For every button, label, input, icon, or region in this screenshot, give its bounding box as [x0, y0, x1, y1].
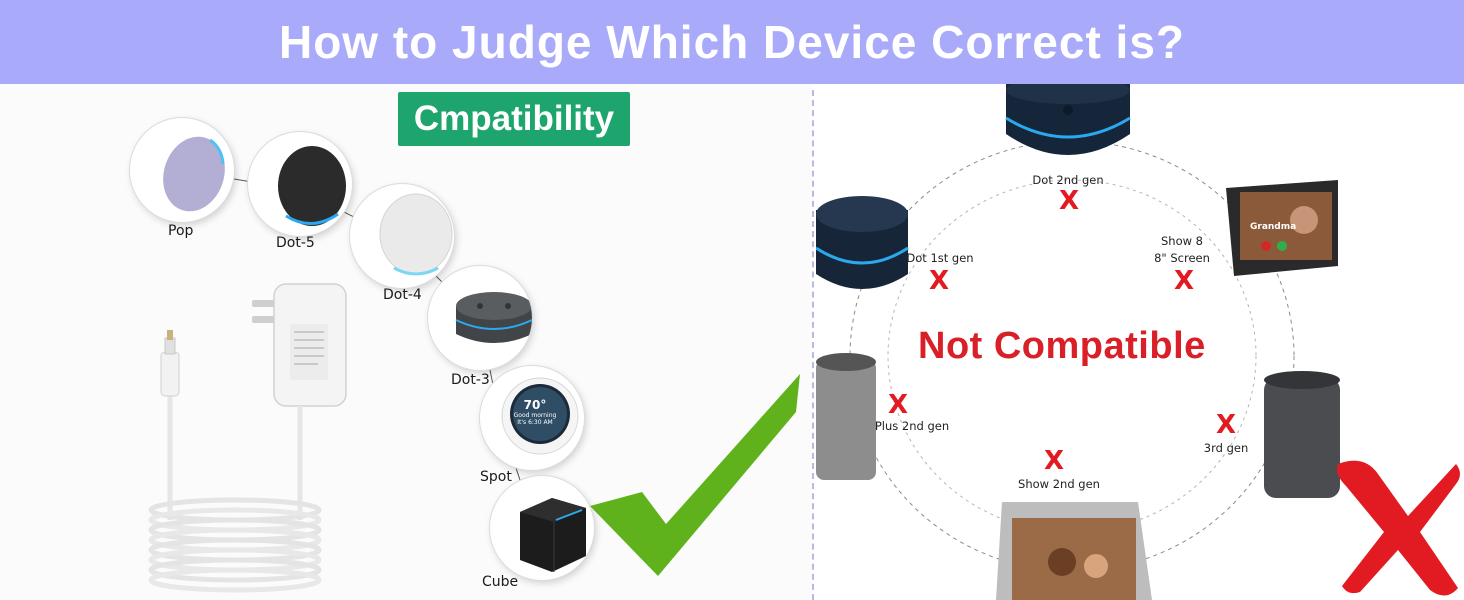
dot-2nd-gen-x-mark: X: [1059, 186, 1080, 216]
echo-dot-2nd-gen-icon: [1005, 84, 1131, 155]
spot-greeting: Good morning: [513, 412, 557, 419]
compatibility-badge: Cmpatibility: [398, 92, 630, 146]
device-show-2nd-gen-label: Show 2nd gen: [1018, 477, 1100, 491]
device-cube-circle: [490, 476, 594, 580]
spot-screen: 70° Good morning It's 6:30 AM: [505, 398, 565, 434]
cross-mark-icon: [1337, 460, 1460, 596]
device-pop-circle: [130, 118, 234, 222]
echo-dot4-icon: [379, 193, 453, 276]
echo-pop-icon: [163, 136, 225, 212]
device-dot5-circle: [248, 132, 352, 236]
checkmark-icon: [590, 374, 800, 576]
device-spot-label: Spot: [480, 469, 512, 485]
plus-2nd-gen-x-mark: X: [888, 390, 909, 420]
echo-3rd-gen-icon: [1264, 371, 1340, 498]
not-compatible-panel: Grandma: [816, 84, 1464, 600]
compatibility-badge-label: Cmpatibility: [413, 99, 615, 138]
echo-show-2nd-gen-icon: [996, 502, 1152, 600]
show-2nd-gen-x-mark: X: [1044, 446, 1065, 476]
device-dot4-label: Dot-4: [383, 287, 422, 303]
dc-plug: [160, 351, 180, 397]
device-dot3-circle: [428, 266, 532, 370]
echo-dot-1st-gen-icon: [816, 196, 909, 289]
panel-divider: [812, 90, 814, 600]
device-show8-label-line1: Show 8: [1160, 234, 1203, 248]
show8-caller-name: Grandma: [1250, 222, 1297, 232]
3rd-gen-x-mark: X: [1216, 410, 1237, 440]
device-dot5-label: Dot-5: [276, 235, 315, 251]
device-plus-2nd-gen-label: Plus 2nd gen: [874, 419, 950, 433]
device-cube-label: Cube: [482, 574, 519, 590]
device-pop-label: Pop: [168, 223, 194, 239]
spot-time: It's 6:30 AM: [517, 419, 553, 426]
echo-show-8-icon: [1226, 180, 1338, 276]
echo-plus-2nd-gen-icon: [816, 353, 876, 480]
adapter-label: [290, 324, 328, 380]
page-title: How to Judge Which Device Correct is?: [278, 16, 1186, 68]
spot-temperature: 70°: [523, 398, 547, 412]
device-show8-label-line2: 8" Screen: [1154, 251, 1210, 265]
device-dot4-circle: [350, 184, 454, 288]
device-spot-circle: [480, 366, 584, 470]
not-compatible-title: Not Compatible: [918, 325, 1206, 367]
show8-x-mark: X: [1174, 266, 1195, 296]
power-adapter-illustration: [148, 283, 347, 593]
device-dot-2nd-gen-label: Dot 2nd gen: [1032, 173, 1104, 187]
title-banner: How to Judge Which Device Correct is?: [0, 0, 1464, 84]
fire-tv-cube-icon: [520, 498, 586, 572]
echo-dot5-icon: [278, 146, 346, 226]
dot-1st-gen-x-mark: X: [929, 266, 950, 296]
cable-coil: [148, 497, 322, 593]
device-3rd-gen-label: 3rd gen: [1203, 441, 1249, 455]
device-dot3-label: Dot-3: [451, 372, 490, 388]
device-dot-1st-gen-label: Dot 1st gen: [906, 251, 974, 265]
echo-spot-icon: [501, 377, 579, 455]
echo-dot3-icon: [455, 292, 532, 343]
